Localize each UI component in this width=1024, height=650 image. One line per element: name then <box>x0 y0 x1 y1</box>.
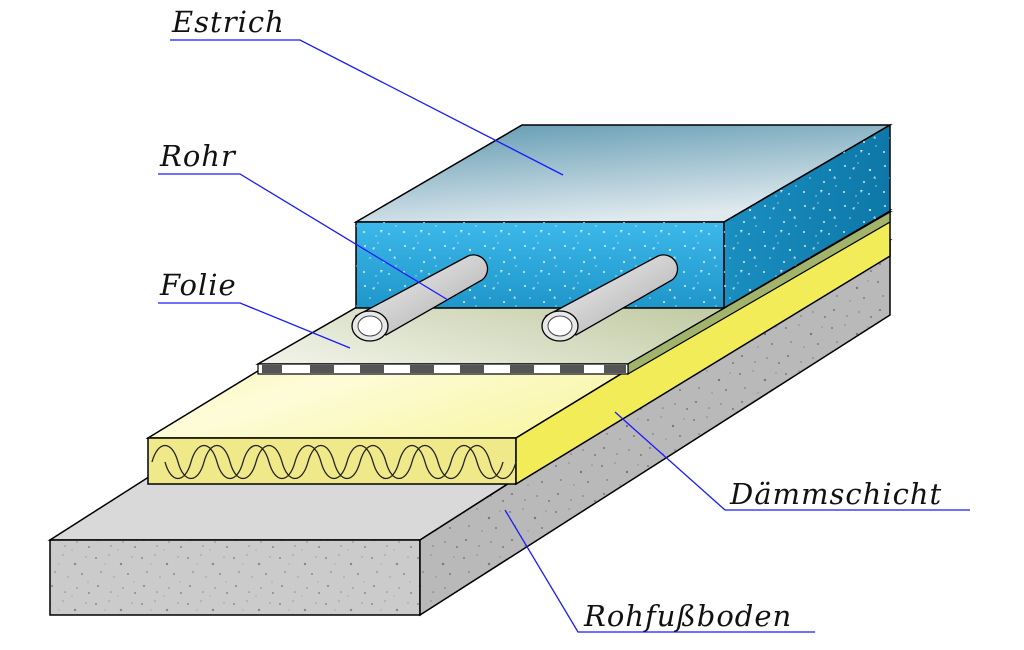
label-rohfussboden-text: Rohfußboden <box>583 599 792 633</box>
leader-rohfussboden <box>504 509 815 633</box>
label-folie-text: Folie <box>159 268 237 302</box>
pipe-left <box>351 254 489 342</box>
label-daemmschicht: Dämmschicht <box>614 411 970 511</box>
label-rohr-text: Rohr <box>159 139 237 173</box>
label-folie: Folie <box>158 268 351 349</box>
leader-daemmschicht <box>614 411 970 511</box>
leader-rohr <box>158 173 449 301</box>
leader-estrich <box>170 39 564 176</box>
raw-floor-front <box>49 539 421 616</box>
foil-front-stripes <box>262 365 626 373</box>
label-rohr: Rohr <box>158 139 449 301</box>
pipe-right <box>541 254 679 342</box>
label-rohfussboden: Rohfußboden <box>504 509 815 633</box>
leader-folie <box>158 302 351 349</box>
foil-front <box>257 363 629 375</box>
insulation-wool-pattern <box>151 444 517 480</box>
label-estrich-text: Estrich <box>171 5 285 39</box>
label-daemmschicht-text: Dämmschicht <box>729 477 942 511</box>
label-estrich: Estrich <box>170 5 564 176</box>
